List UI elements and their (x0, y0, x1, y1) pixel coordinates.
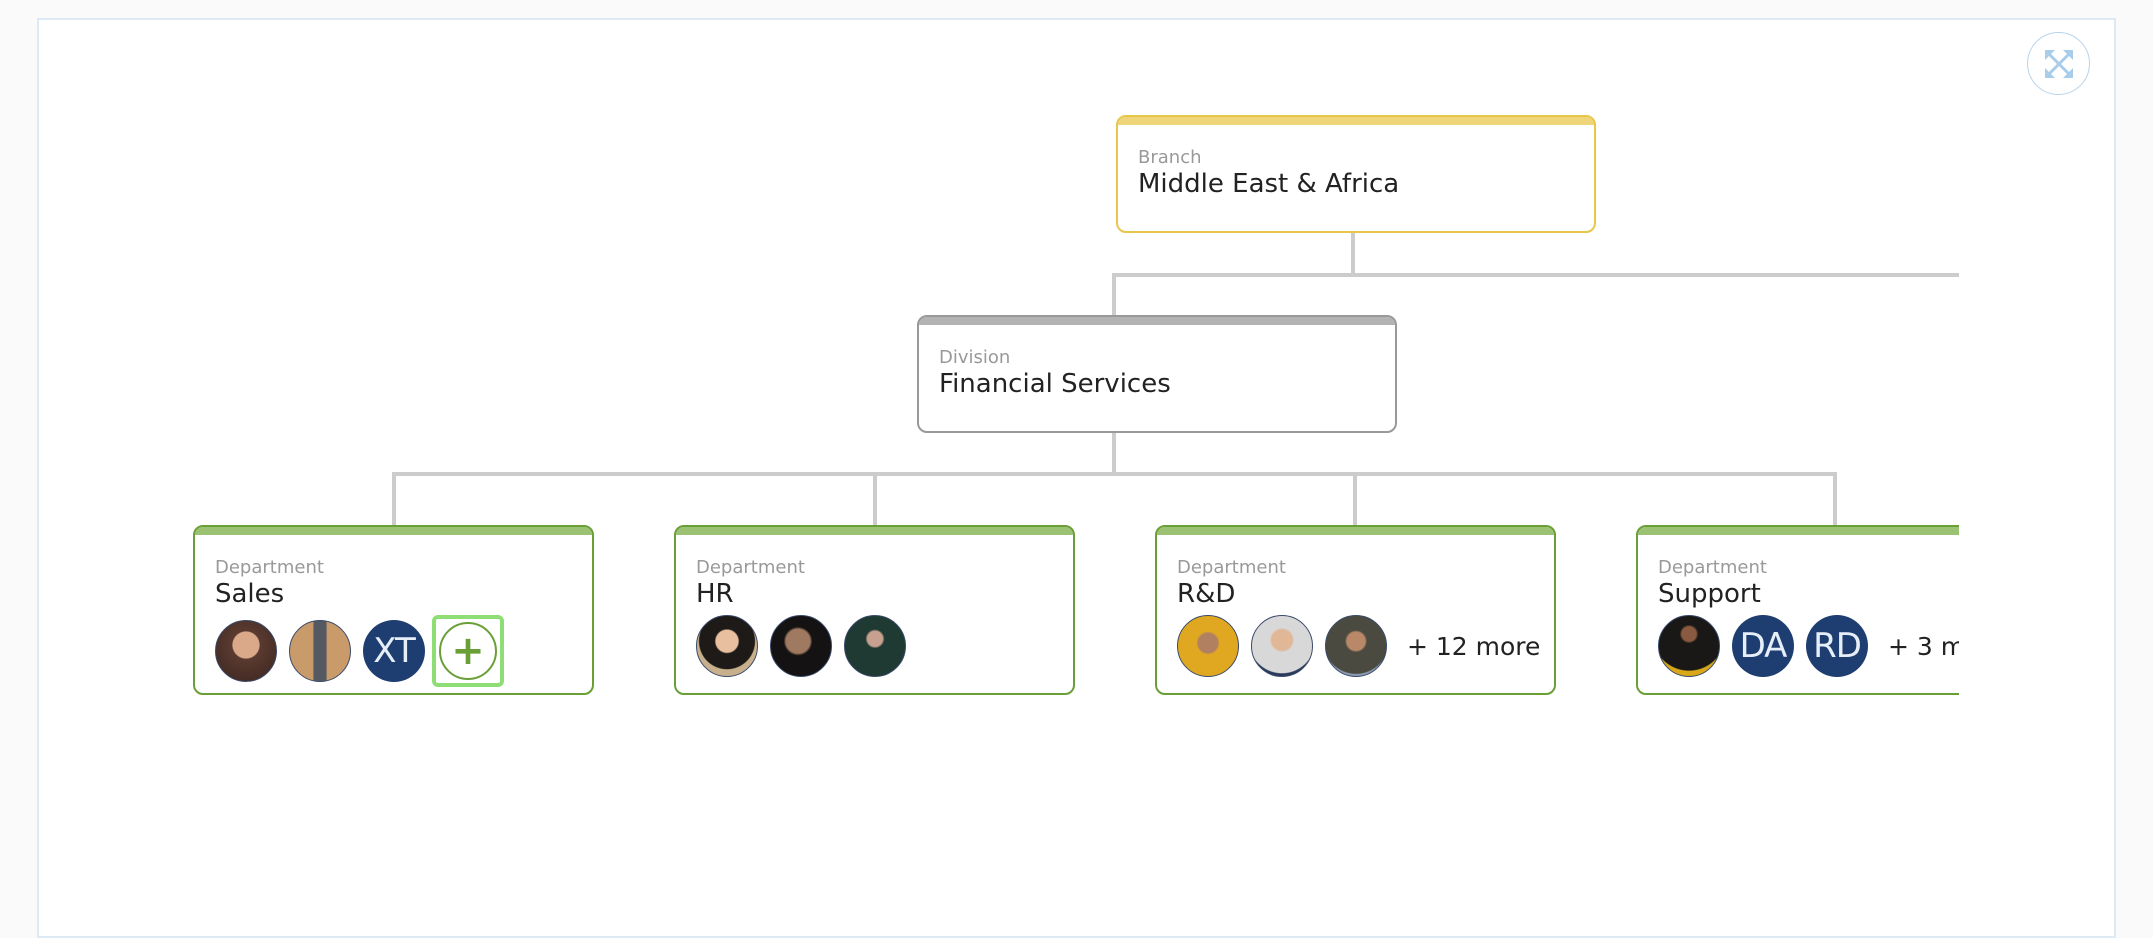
department-node-hr[interactable]: Department HR (674, 525, 1075, 695)
department-node-rnd[interactable]: Department R&D + 12 more (1155, 525, 1556, 695)
avatar[interactable] (1177, 615, 1239, 677)
avatar[interactable] (844, 615, 906, 677)
avatar[interactable] (289, 620, 351, 682)
member-avatars (696, 615, 906, 677)
avatar-initials[interactable]: DA (1732, 615, 1794, 677)
node-accent-bar (1157, 527, 1554, 535)
node-type-label: Department (215, 557, 324, 578)
node-name: Financial Services (939, 369, 1171, 399)
avatar[interactable] (1658, 615, 1720, 677)
node-type-label: Department (1177, 557, 1286, 578)
add-member-button[interactable]: + (432, 615, 504, 687)
node-name: R&D (1177, 579, 1236, 609)
node-type-label: Branch (1138, 147, 1202, 168)
connector-dept-support (1833, 472, 1837, 525)
node-accent-bar (1638, 527, 1959, 535)
division-node[interactable]: Division Financial Services (917, 315, 1397, 433)
node-name: Sales (215, 579, 285, 609)
connector-dept-rnd (1353, 472, 1357, 525)
org-chart-canvas (37, 18, 2116, 938)
node-accent-bar (1118, 117, 1594, 125)
node-type-label: Division (939, 347, 1011, 368)
node-accent-bar (919, 317, 1395, 325)
connector-dept-sales (392, 472, 396, 525)
avatar[interactable] (215, 620, 277, 682)
more-members-link[interactable]: + 3 more (1888, 631, 1959, 661)
node-accent-bar (676, 527, 1073, 535)
connector-division-down (1112, 433, 1116, 475)
plus-icon: + (439, 622, 497, 680)
member-avatars: XT + (215, 615, 504, 687)
more-members-link[interactable]: + 12 more (1407, 631, 1541, 661)
node-type-label: Department (696, 557, 805, 578)
department-node-sales[interactable]: Department Sales XT + (193, 525, 594, 695)
connector-branch-horizontal (1112, 273, 1959, 277)
connector-departments-horizontal (392, 472, 1837, 476)
node-type-label: Department (1658, 557, 1767, 578)
node-name: Middle East & Africa (1138, 169, 1400, 199)
avatar[interactable] (770, 615, 832, 677)
expand-arrows-icon (2044, 49, 2073, 78)
avatar[interactable] (696, 615, 758, 677)
avatar[interactable] (1325, 615, 1387, 677)
node-accent-bar (195, 527, 592, 535)
member-avatars: DA RD + 3 more (1658, 615, 1959, 677)
node-name: HR (696, 579, 734, 609)
connector-division-up (1112, 273, 1116, 315)
avatar-initials[interactable]: XT (363, 620, 425, 682)
node-name: Support (1658, 579, 1761, 609)
department-node-support[interactable]: Department Support DA RD + 3 more (1636, 525, 1959, 695)
member-avatars: + 12 more (1177, 615, 1540, 677)
branch-node[interactable]: Branch Middle East & Africa (1116, 115, 1596, 233)
org-chart-viewport[interactable]: Branch Middle East & Africa Division Fin… (0, 0, 1959, 922)
avatar[interactable] (1251, 615, 1313, 677)
connector-dept-hr (873, 472, 877, 525)
fullscreen-button[interactable] (2027, 32, 2090, 95)
avatar-initials[interactable]: RD (1806, 615, 1868, 677)
connector-branch-down (1351, 233, 1355, 275)
